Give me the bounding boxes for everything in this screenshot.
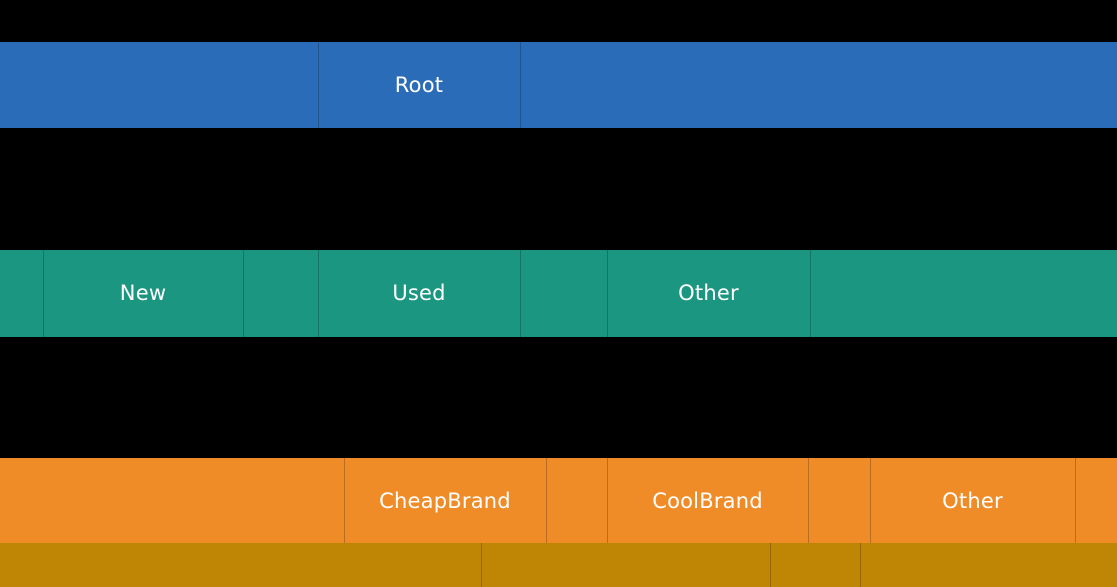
chart-node-unlabeled[interactable] (243, 250, 318, 337)
chart-node-label: CheapBrand (379, 488, 511, 513)
chart-node-divider (546, 458, 547, 544)
chart-node-label: Other (942, 488, 1003, 513)
chart-node-divider (43, 250, 44, 337)
chart-node-unlabeled[interactable] (0, 543, 481, 587)
chart-node-divider (318, 250, 319, 337)
chart-node-label: Other (678, 281, 739, 305)
chart-node-unlabeled[interactable] (0, 250, 43, 337)
chart-node-new[interactable]: New (43, 250, 243, 337)
chart-node-unlabeled[interactable] (0, 42, 318, 128)
chart-node-unlabeled[interactable] (808, 458, 870, 544)
chart-node-divider (810, 250, 811, 337)
chart-node-unlabeled[interactable] (860, 543, 1117, 587)
chart-node-divider (770, 543, 771, 587)
chart-node-divider (607, 250, 608, 337)
chart-node-cheapbrand[interactable]: CheapBrand (344, 458, 546, 544)
chart-node-divider (481, 543, 482, 587)
chart-node-used[interactable]: Used (318, 250, 520, 337)
chart-node-label: Used (392, 281, 446, 305)
chart-node-unlabeled[interactable] (520, 250, 607, 337)
chart-node-coolbrand[interactable]: CoolBrand (607, 458, 808, 544)
chart-node-divider (870, 458, 871, 544)
chart-level-condition-level: New Used Other (0, 250, 1117, 337)
chart-node-label: New (119, 281, 167, 305)
chart-node-divider (607, 458, 608, 544)
chart-node-divider (520, 42, 521, 128)
chart-level-root-level: Root (0, 42, 1117, 128)
chart-level-brand-level: CheapBrand CoolBrand Other (0, 458, 1117, 544)
chart-node-label: CoolBrand (652, 488, 763, 513)
chart-node-divider (344, 458, 345, 544)
chart-node-unlabeled[interactable] (546, 458, 607, 544)
chart-node-divider (808, 458, 809, 544)
chart-node-unlabeled[interactable] (770, 543, 860, 587)
chart-node-unlabeled[interactable] (0, 458, 344, 544)
chart-node-divider (318, 42, 319, 128)
chart-node-unlabeled[interactable] (520, 42, 1117, 128)
chart-node-label: Root (394, 72, 444, 97)
chart-level-leaf-level (0, 543, 1117, 587)
chart-node-unlabeled[interactable] (481, 543, 770, 587)
chart-node-unlabeled[interactable] (1075, 458, 1117, 544)
chart-node-other[interactable]: Other (607, 250, 810, 337)
chart-node-divider (243, 250, 244, 337)
chart-node-divider (1075, 458, 1076, 544)
chart-node-divider (520, 250, 521, 337)
chart-node-divider (860, 543, 861, 587)
chart-node-other[interactable]: Other (870, 458, 1075, 544)
chart-node-unlabeled[interactable] (810, 250, 1117, 337)
chart-node-root[interactable]: Root (318, 42, 520, 128)
